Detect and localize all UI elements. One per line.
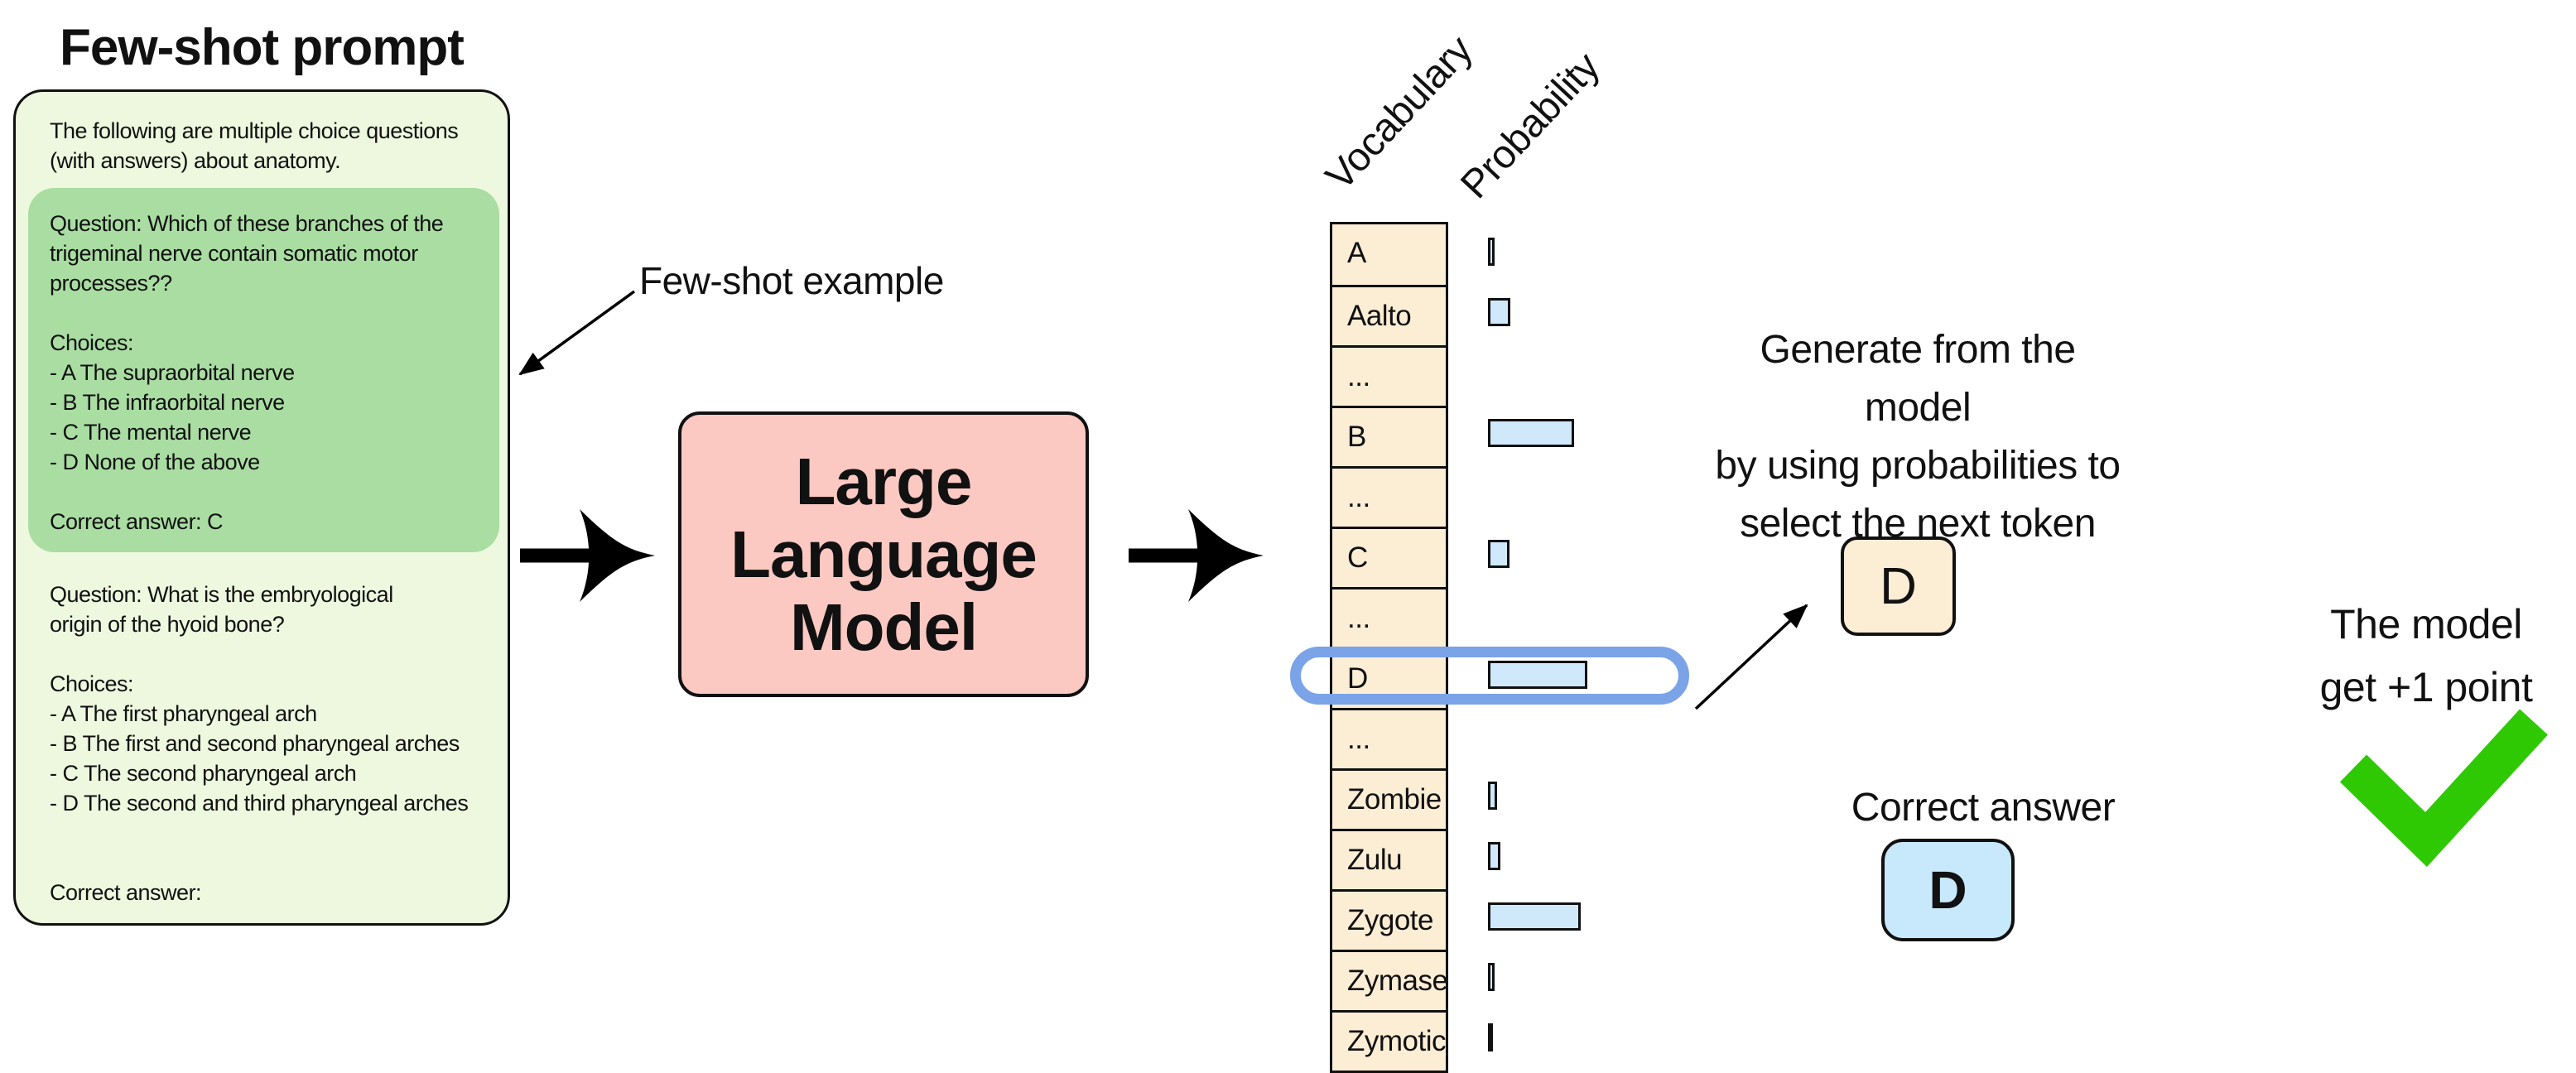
correct-answer-token-label: D — [1928, 860, 1967, 920]
text-line: get +1 point — [2319, 664, 2533, 710]
page-title: Few-shot prompt — [60, 19, 465, 76]
prompt-query-text: Question: What is the embryological origi… — [50, 580, 469, 907]
few-shot-example-label: Few-shot example — [639, 259, 944, 302]
text-line: Generate from the model — [1760, 328, 2076, 430]
vocab-row: Zygote — [1332, 889, 1446, 950]
text-line: - C The mental nerve — [50, 420, 252, 445]
vocab-row: Zulu — [1332, 829, 1446, 889]
text-line: The model — [2330, 601, 2522, 647]
few-shot-example-box — [28, 188, 499, 552]
probability-bar — [1488, 782, 1497, 810]
vocab-row: A — [1332, 224, 1446, 285]
generated-token-box: D — [1841, 536, 1956, 636]
score-text: The model get +1 point — [2236, 593, 2576, 719]
vocab-token-label: Zymase — [1347, 965, 1448, 997]
text-line: - D The second and third pharyngeal arch… — [50, 791, 469, 816]
vocab-row: C — [1332, 527, 1446, 587]
text-line: Question: Which of these branches of the — [50, 211, 444, 236]
vocab-token-label: ... — [1347, 481, 1370, 513]
vocab-row: Aalto — [1332, 285, 1446, 345]
vocab-row: ... — [1332, 708, 1446, 768]
vocab-token-label: Zymotic — [1347, 1025, 1447, 1057]
text-line: (with answers) about anatomy. — [50, 148, 341, 173]
text-line: Question: What is the embryological — [50, 582, 393, 607]
prompt-to-llm-arrow — [520, 509, 655, 602]
vocab-token-label: Aalto — [1347, 300, 1412, 332]
vocab-token-label: D — [1347, 662, 1368, 695]
vocab-token-label: Zombie — [1347, 783, 1442, 816]
text-line: by using probabilities to — [1715, 444, 2121, 488]
text-line — [50, 298, 443, 328]
text-line: - C The second pharyngeal arch — [50, 761, 357, 786]
correct-answer-label: Correct answer — [1851, 786, 2116, 830]
vocab-token-label: Zygote — [1347, 904, 1434, 936]
selected-token-highlight-ring — [1290, 647, 1689, 705]
vocab-token-label: ... — [1347, 723, 1370, 755]
text-line: Choices: — [50, 671, 134, 696]
probability-bar — [1488, 963, 1495, 991]
text-line: origin of the hyoid bone? — [50, 612, 285, 637]
vocab-row: ... — [1332, 466, 1446, 527]
text-line: - B The infraorbital nerve — [50, 390, 285, 415]
text-line: - B The first and second pharyngeal arch… — [50, 731, 460, 756]
vocab-token-label: ... — [1347, 602, 1370, 634]
llm-to-table-arrow — [1129, 509, 1264, 602]
vocab-token-label: B — [1347, 421, 1366, 453]
check-icon — [2339, 709, 2548, 868]
selection-to-token-arrow — [1694, 604, 1808, 710]
text-line: Correct answer: C — [50, 509, 224, 534]
text-line: - A The supraorbital nerve — [50, 360, 295, 385]
text-line: Model — [789, 589, 978, 664]
text-line: processes?? — [50, 271, 172, 296]
probability-bar — [1488, 298, 1510, 326]
text-line — [50, 818, 468, 848]
text-line: - A The first pharyngeal arch — [50, 701, 317, 726]
text-line: The following are multiple choice questi… — [50, 118, 459, 143]
text-line: Correct answer: — [50, 880, 202, 905]
text-line: Language — [730, 517, 1038, 591]
vocab-row: B — [1332, 406, 1446, 466]
vocab-token-label: ... — [1347, 360, 1370, 392]
vocab-row: ... — [1332, 587, 1446, 647]
vocab-row: Zymotic — [1332, 1010, 1447, 1071]
correct-answer-box: D — [1881, 839, 2015, 941]
text-line: Large — [795, 444, 973, 518]
probability-header: Probability — [1452, 44, 1609, 207]
prompt-intro-text: The following are multiple choice questi… — [50, 116, 459, 176]
probability-bar — [1488, 1023, 1493, 1051]
text-line — [50, 848, 468, 878]
vocab-token-label: Zulu — [1347, 844, 1403, 876]
probability-bar — [1488, 842, 1500, 870]
vocab-token-label: A — [1347, 237, 1366, 269]
text-line: - D None of the above — [50, 450, 260, 474]
probability-bar — [1488, 238, 1495, 266]
fewshot-pointer-arrow — [518, 290, 636, 376]
text-line — [50, 477, 443, 507]
probability-bar — [1488, 540, 1509, 568]
vocab-row: ... — [1332, 345, 1446, 406]
text-line — [50, 639, 468, 669]
vocab-token-label: C — [1347, 541, 1368, 574]
probability-bar — [1488, 419, 1574, 447]
generated-token-label: D — [1880, 557, 1917, 615]
vocab-row: Zombie — [1332, 768, 1446, 829]
probability-bar — [1488, 661, 1587, 689]
text-line: Choices: — [50, 330, 134, 355]
probability-bar — [1488, 902, 1581, 931]
vocab-row: Zymase — [1332, 950, 1448, 1010]
prompt-example-text: Question: Which of these branches of the… — [50, 209, 444, 536]
generate-instruction-text: Generate from the model by using probabil… — [1711, 321, 2125, 553]
text-line: trigeminal nerve contain somatic motor — [50, 241, 418, 266]
